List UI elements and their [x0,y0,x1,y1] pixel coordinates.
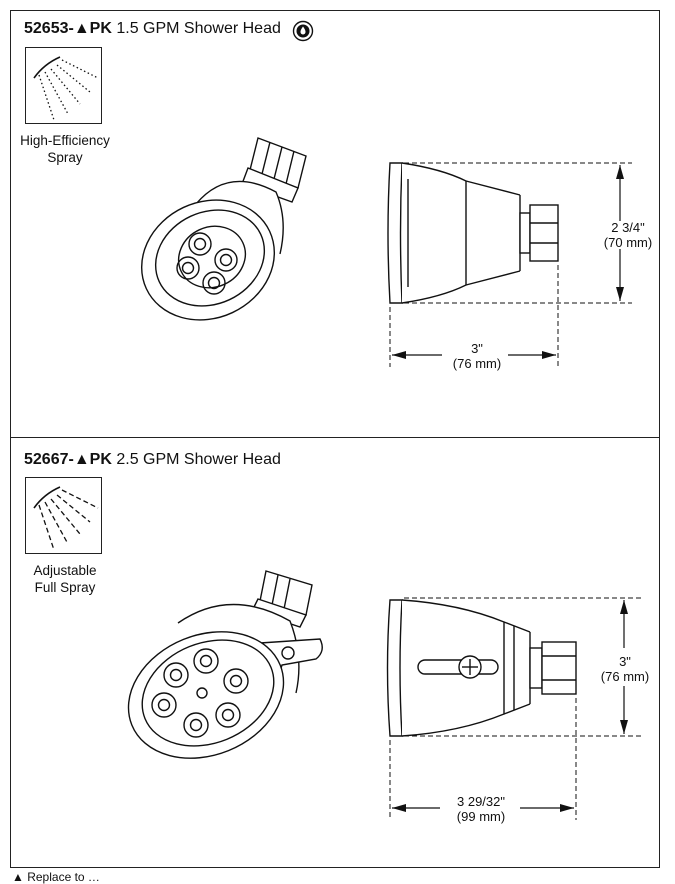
height-dimension-1: 2 3/4" (70 mm) [588,220,668,250]
adjustable-full-spray-box [25,477,102,554]
high-efficiency-spray-box [25,47,102,124]
width-dimension-1: 3" (76 mm) [432,341,522,371]
width-dimension-2: 3 29/32" (99 mm) [434,794,528,824]
spray-caption-1: High-Efficiency Spray [10,132,120,166]
high-efficiency-spray-icon [33,56,99,121]
adjustable-full-spray-icon [33,486,99,551]
height-dim-mm: (76 mm) [600,669,650,684]
width-dim-inch: 3 29/32" [457,794,505,809]
model-number: 52653- [24,20,74,37]
footnote: ▲ Replace to … [12,870,100,884]
shower-head-drawing [140,137,307,321]
width-dim-inch: 3" [471,341,483,356]
height-dim-inch: 2 3/4" [611,220,645,235]
spec-sheet-frame [10,10,660,868]
spray-caption-line1: High-Efficiency [20,133,110,148]
spray-caption-line2: Full Spray [34,580,96,595]
product-description: 2.5 GPM Shower Head [116,451,281,468]
side-view-drawing-1 [387,162,632,367]
spray-caption-2: Adjustable Full Spray [10,562,120,596]
height-dimension-2: 3" (76 mm) [590,654,660,684]
width-dim-mm: (99 mm) [456,809,506,824]
section-divider [10,437,660,438]
product-title-52653: 52653-▲PK 1.5 GPM Shower Head [24,20,281,38]
height-dim-mm: (70 mm) [603,235,653,250]
model-suffix: ▲PK [73,20,112,37]
model-number: 52667- [24,451,74,468]
shower-head-drawing [127,570,323,759]
watersense-icon [292,20,314,42]
spray-caption-line2: Spray [47,150,83,165]
height-dim-inch: 3" [619,654,631,669]
product-description: 1.5 GPM Shower Head [116,20,281,37]
product-title-52667: 52667-▲PK 2.5 GPM Shower Head [24,451,281,469]
spray-caption-line1: Adjustable [33,563,97,578]
model-suffix: ▲PK [73,451,112,468]
side-view-drawing-2 [386,597,642,820]
width-dim-mm: (76 mm) [452,356,502,371]
